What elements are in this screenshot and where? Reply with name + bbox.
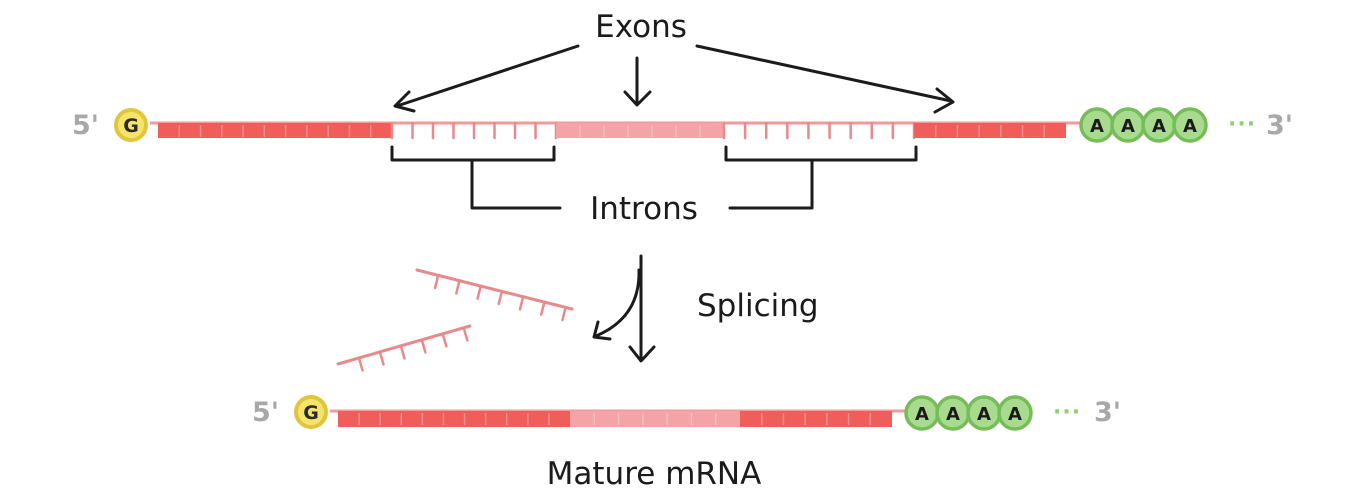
introns-label: Introns <box>590 191 698 227</box>
pre-cap-label: G <box>123 115 139 137</box>
excised-intron-backbone <box>415 268 574 311</box>
mature-exon-2-ticks <box>593 413 717 425</box>
poly-a-letter: A <box>1183 116 1197 137</box>
pre-cap-circle <box>114 108 148 142</box>
exon-arrow-right-head <box>933 87 955 114</box>
pre-exon-3-ticks <box>934 125 1046 137</box>
excised-intron-tick <box>497 290 504 306</box>
exon-arrow-right <box>695 44 953 103</box>
poly-a-letter: A <box>977 404 991 425</box>
mature-mrna-strand <box>330 409 906 427</box>
intron-bracket-left <box>390 145 556 162</box>
excised-intron-tick <box>420 338 427 354</box>
pre-mrna-strand <box>150 121 1082 140</box>
pre-three-prime-label: 3' <box>1266 110 1293 141</box>
exon-arrow-middle-head <box>623 90 652 107</box>
pre-intron-1 <box>390 121 558 140</box>
intron-brackets <box>390 145 918 210</box>
excised-intron-tick <box>462 326 469 342</box>
intron-bracket-right <box>724 145 918 162</box>
pre-exon-2-ticks <box>579 125 701 137</box>
poly-a-circle <box>997 395 1033 431</box>
excised-intron-1 <box>415 268 574 322</box>
excised-intron-tick <box>455 279 461 295</box>
poly-a-letter: A <box>915 404 929 425</box>
poly-a-letter: A <box>1008 404 1022 425</box>
splicing-branch-head <box>592 320 612 341</box>
exon-arrow-left-head <box>393 90 416 113</box>
pre-exon-1-ticks <box>178 125 372 137</box>
excised-intron-tick <box>399 344 406 360</box>
poly-a-letter: A <box>946 404 960 425</box>
intron-connector-right <box>728 158 814 210</box>
mature-cap-circle <box>294 395 328 429</box>
excised-intron-tick <box>433 274 440 290</box>
excised-intron-tick <box>357 356 364 372</box>
exons-label: Exons <box>595 9 687 45</box>
poly-a-letter: A <box>1121 116 1135 137</box>
poly-a-letter: A <box>1090 116 1104 137</box>
mature-three-prime-label: 3' <box>1094 397 1121 428</box>
mature-exon-1-ticks <box>358 413 550 425</box>
pre-exon-1 <box>158 123 392 138</box>
excised-intron-tick <box>441 332 448 348</box>
excised-intron-2 <box>336 324 472 372</box>
exon-arrows <box>393 44 955 114</box>
pre-five-prime-label: 5' <box>72 110 99 141</box>
splicing-label: Splicing <box>697 288 819 324</box>
pre-tail-dots: ··· <box>1228 112 1256 137</box>
intron-connector-left <box>470 158 562 210</box>
mature-exon-3-ticks <box>760 413 872 425</box>
pre-exon-2 <box>556 123 724 138</box>
poly-a-circle <box>1172 107 1208 143</box>
excised-intron-tick <box>378 350 385 366</box>
mature-mrna-label: Mature mRNA <box>547 456 762 492</box>
excised-intron-tick <box>539 300 546 316</box>
mature-exon-1 <box>338 411 570 427</box>
splicing-arrow-head <box>628 345 656 363</box>
poly-a-letter: A <box>1152 116 1166 137</box>
mature-exon-2 <box>570 411 740 427</box>
splicing-branch-curve <box>594 268 641 338</box>
mature-tail-dots: ··· <box>1053 400 1081 425</box>
mature-exon-3 <box>740 411 892 427</box>
mature-cap-label: G <box>303 402 319 424</box>
pre-exon-3 <box>914 123 1066 138</box>
pre-intron-2 <box>722 121 916 140</box>
excised-intron-tick <box>476 284 482 300</box>
exon-arrow-left <box>395 44 580 108</box>
excised-intron-tick <box>561 306 567 322</box>
mature-five-prime-label: 5' <box>252 397 279 428</box>
excised-intron-tick <box>518 295 525 311</box>
splicing-arrow <box>592 254 656 363</box>
